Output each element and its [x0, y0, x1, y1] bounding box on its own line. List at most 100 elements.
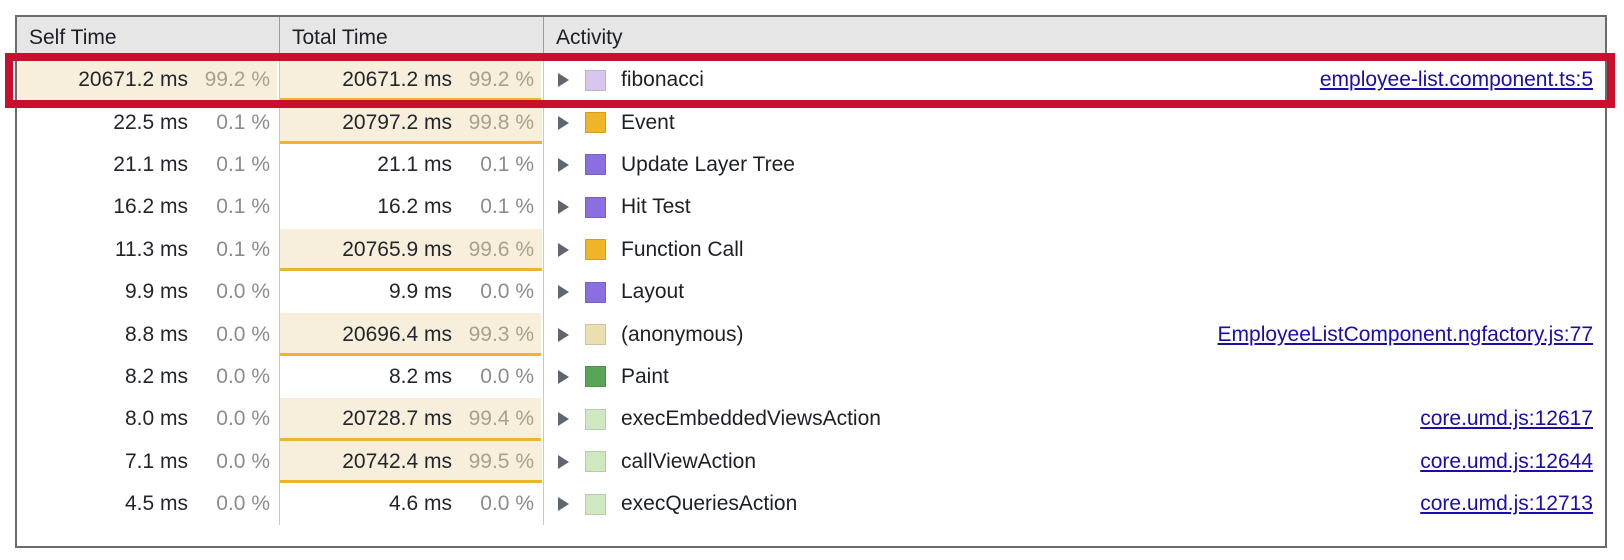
expand-triangle-icon[interactable] [558, 73, 569, 88]
expand-triangle-icon[interactable] [558, 497, 569, 512]
cell-activity: Event [544, 101, 1605, 143]
expand-triangle-icon[interactable] [558, 242, 569, 257]
expand-triangle-icon[interactable] [558, 327, 569, 342]
total-time-percent: 0.1 % [480, 195, 534, 219]
cell-self-time: 21.1 ms 0.1 % [17, 143, 280, 187]
total-time-value: 20671.2 ms [342, 68, 452, 92]
expand-triangle-icon[interactable] [558, 412, 569, 427]
self-time-value: 21.1 ms [113, 152, 188, 176]
column-header-activity[interactable]: Activity [544, 17, 1605, 58]
column-header-total-time[interactable]: Total Time [280, 17, 544, 58]
cell-total-time: 20696.4 ms 99.3 % [280, 313, 544, 356]
cell-self-time: 22.5 ms 0.1 % [17, 101, 280, 144]
source-location-link[interactable]: employee-list.component.ts:5 [1319, 68, 1593, 92]
self-time-value: 8.2 ms [124, 364, 188, 388]
self-time-value: 20671.2 ms [78, 68, 188, 92]
swatch-painting-green-icon [585, 366, 606, 388]
source-location-link[interactable]: core.umd.js:12617 [1420, 407, 1593, 431]
activity-label: Event [621, 110, 675, 134]
self-time-percent: 0.0 % [216, 280, 270, 304]
source-location-link[interactable]: core.umd.js:12644 [1420, 449, 1593, 473]
self-time-value: 22.5 ms [113, 110, 188, 134]
source-location-link[interactable]: EmployeeListComponent.ngfactory.js:77 [1217, 322, 1593, 346]
self-time-value: 11.3 ms [114, 237, 188, 261]
self-time-percent: 0.1 % [216, 152, 270, 176]
expand-triangle-icon[interactable] [558, 454, 569, 469]
cell-activity: Function Call [544, 229, 1605, 271]
total-time-value: 20765.9 ms [342, 237, 452, 261]
source-location-link[interactable]: core.umd.js:12713 [1420, 492, 1593, 516]
self-time-value: 4.5 ms [124, 492, 188, 516]
total-time-value: 20797.2 ms [342, 110, 452, 134]
swatch-rendering-purple-icon [585, 196, 606, 218]
column-header-self-time[interactable]: Self Time [17, 17, 280, 58]
activity-label: Update Layer Tree [621, 152, 795, 176]
expand-triangle-icon[interactable] [558, 200, 569, 215]
column-header-total-time-label: Total Time [292, 25, 388, 49]
self-time-value: 8.0 ms [124, 407, 188, 431]
expand-triangle-icon[interactable] [558, 157, 569, 172]
cell-activity: Update Layer Tree [544, 144, 1605, 186]
swatch-scripting-light-purple-icon [585, 69, 606, 91]
self-time-value: 7.1 ms [124, 449, 188, 473]
swatch-scripting-khaki-icon [585, 324, 606, 346]
total-time-percent: 0.0 % [480, 364, 534, 388]
self-time-value: 9.9 ms [124, 280, 188, 304]
total-time-value: 8.2 ms [388, 364, 452, 388]
self-time-value: 8.8 ms [124, 322, 188, 346]
total-time-percent: 99.2 % [468, 68, 534, 92]
activity-label: execQueriesAction [621, 492, 798, 516]
swatch-light-green-icon [585, 451, 606, 473]
expand-triangle-icon[interactable] [558, 115, 569, 130]
table-row[interactable]: 22.5 ms 0.1 % 20797.2 ms 99.8 % Event [17, 101, 1605, 144]
table-header-row: Self Time Total Time Activity [17, 17, 1605, 59]
cell-activity: execQueriesAction core.umd.js:12713 [544, 483, 1605, 525]
cell-self-time: 8.0 ms 0.0 % [17, 398, 280, 441]
cell-self-time: 9.9 ms 0.0 % [17, 270, 280, 314]
total-time-value: 4.6 ms [388, 492, 452, 516]
cell-total-time: 20797.2 ms 99.8 % [280, 101, 544, 144]
cell-total-time: 8.2 ms 0.0 % [280, 355, 544, 399]
total-time-value: 21.1 ms [377, 152, 452, 176]
table-row[interactable]: 8.2 ms 0.0 % 8.2 ms 0.0 % Paint [17, 355, 1605, 399]
self-time-percent: 0.0 % [216, 407, 270, 431]
activity-label: (anonymous) [621, 322, 744, 346]
self-time-percent: 0.0 % [216, 364, 270, 388]
total-time-percent: 99.3 % [468, 322, 534, 346]
expand-triangle-icon[interactable] [558, 369, 569, 384]
total-time-value: 20696.4 ms [342, 322, 452, 346]
total-time-percent: 99.4 % [468, 407, 534, 431]
activity-label: Paint [621, 364, 669, 388]
column-header-self-time-label: Self Time [29, 25, 117, 49]
total-time-value: 9.9 ms [388, 280, 452, 304]
expand-triangle-icon[interactable] [558, 285, 569, 300]
total-time-percent: 99.8 % [468, 110, 534, 134]
activity-label: execEmbeddedViewsAction [621, 407, 881, 431]
cell-total-time: 20671.2 ms 99.2 % [280, 59, 544, 102]
self-time-percent: 0.1 % [216, 110, 270, 134]
cell-activity: fibonacci employee-list.component.ts:5 [544, 59, 1605, 101]
activity-label: fibonacci [621, 68, 704, 92]
self-time-value: 16.2 ms [113, 195, 188, 219]
total-time-percent: 0.0 % [480, 280, 534, 304]
